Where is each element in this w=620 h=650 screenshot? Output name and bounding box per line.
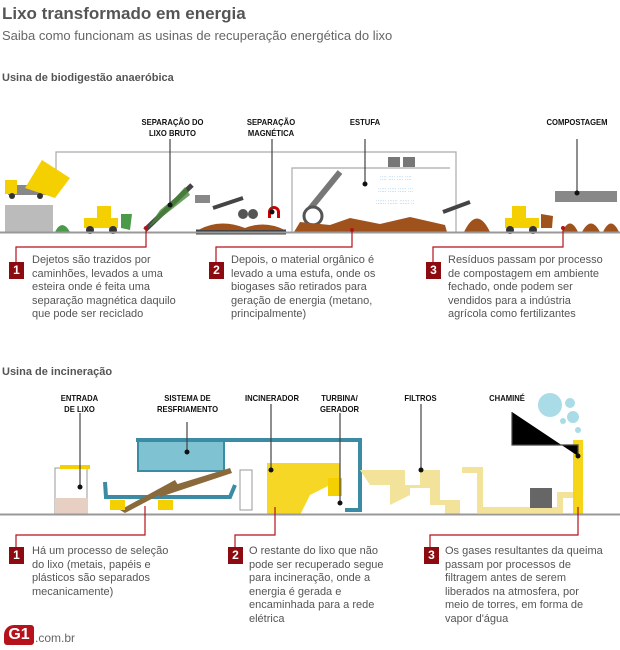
- step-number: 2: [209, 262, 224, 279]
- vapor-icon: [538, 393, 581, 433]
- step-text: O restante do lixo que não pode ser recu…: [249, 545, 384, 625]
- label-incinerador: INCINERADOR: [245, 393, 299, 403]
- svg-text:::::: ::::: ::::: :::: ::::: ::::: ::::: :::: [378, 188, 413, 194]
- page-title: Lixo transformado em energia: [2, 4, 246, 23]
- magnet-icon: [268, 206, 280, 218]
- step-text: Resíduos passam por processo de composta…: [448, 254, 603, 320]
- g1-logo[interactable]: G1 .com.br: [4, 625, 75, 645]
- label-compostagem: COMPOSTAGEM: [546, 117, 608, 127]
- step-text: Há um processo de seleção do lixo (metai…: [32, 545, 169, 598]
- bulldozer-2-icon: [505, 206, 553, 234]
- plant-outline: [55, 151, 457, 232]
- step-text: Dejetos são trazidos por caminhões, leva…: [32, 254, 176, 320]
- compost-grid: [555, 191, 617, 202]
- logo-mark: G1: [4, 625, 34, 645]
- label-chamine: CHAMINÉ: [489, 393, 525, 403]
- label-separacao-lixo-bruto: SEPARAÇÃO DO LIXO BRUTO: [141, 117, 204, 138]
- label-estufa: ESTUFA: [349, 117, 381, 127]
- step-text: Depois, o material orgânico é levado a u…: [231, 254, 376, 320]
- bulldozer-icon: [84, 206, 132, 234]
- unloading-platform: [5, 205, 53, 232]
- page-subtitle: Saiba como funcionam as usinas de recupe…: [2, 28, 393, 43]
- label-filtros: FILTROS: [404, 393, 437, 403]
- gears-icon: [238, 209, 258, 219]
- fans-icon: [388, 157, 415, 167]
- step-number: 2: [228, 547, 243, 564]
- dump-truck-icon: [5, 160, 70, 199]
- chimney: [573, 440, 583, 514]
- excavator-wheel: [302, 170, 343, 227]
- section-title-biodigestion: Usina de biodigestão anaeróbica: [2, 72, 174, 84]
- svg-text::::: :::: :::: ::::: :::: :::: :::: ::::: [380, 176, 412, 182]
- step-number: 3: [424, 547, 439, 564]
- label-separacao-magnetica: SEPARAÇÃO MAGNÉTICA: [246, 117, 296, 138]
- svg-text::::::: :::::: :::::: ::: :::::: :::::: :::::: ::: [376, 200, 415, 206]
- step-number: 3: [426, 262, 441, 279]
- label-turbina-gerador: TURBINA/ GERADOR: [319, 393, 360, 414]
- sieve: [195, 195, 210, 203]
- label-entrada-de-lixo: ENTRADA DE LIXO: [60, 393, 99, 414]
- step-number: 1: [9, 547, 24, 564]
- incineration-plant: [54, 393, 583, 515]
- logo-domain: .com.br: [35, 631, 76, 645]
- step-number: 1: [9, 262, 24, 279]
- step-text: Os gases resultantes da queima passam po…: [445, 545, 603, 625]
- compost-piles: [562, 223, 619, 232]
- section-title-incineration: Usina de incineração: [2, 366, 113, 378]
- label-sistema-resfriamento: SISTEMA DE RESFRIAMENTO: [156, 393, 219, 414]
- water-spray: :::: :::: :::: :::: ::::: ::::: ::::: ::…: [376, 176, 415, 206]
